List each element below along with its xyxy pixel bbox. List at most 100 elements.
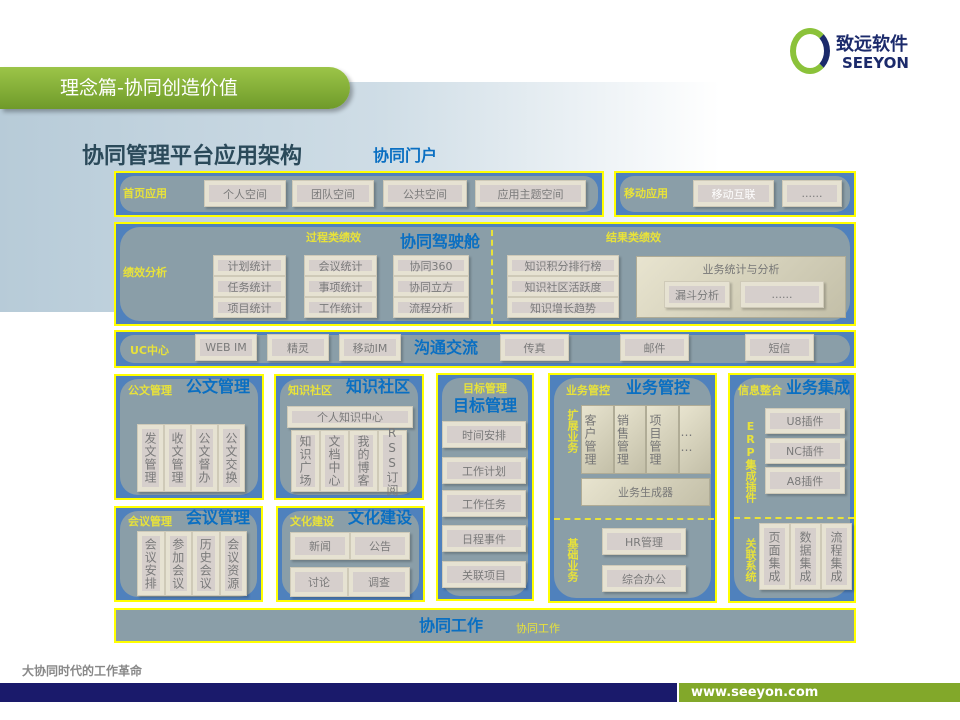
- knowledge-stat-item-label: 知识社区活跃度: [512, 281, 614, 294]
- cockpit-stat-item-label: 事项统计: [309, 281, 372, 294]
- cockpit-stat-item[interactable]: 计划统计: [213, 255, 286, 276]
- goal-overlay: 理: [501, 396, 518, 415]
- know-item-label: 知识广场: [296, 435, 315, 487]
- meet-item[interactable]: 会议安排: [137, 531, 165, 596]
- meet-item[interactable]: 会议资源: [219, 531, 247, 596]
- meet-item[interactable]: 参加会议: [164, 531, 192, 596]
- base-label: 基础业务: [566, 538, 579, 582]
- goal-item[interactable]: 工作任务: [442, 490, 526, 517]
- biz-item-more[interactable]: ......: [740, 281, 824, 308]
- meet-item[interactable]: 历史会议: [192, 531, 220, 596]
- goal-item[interactable]: 日程事件: [442, 525, 526, 552]
- cockpit-stat-item[interactable]: 协同360: [393, 255, 469, 276]
- rel-label: 关联系统: [744, 538, 757, 582]
- doc-title: 公文管理: [128, 384, 172, 397]
- divider: [734, 517, 854, 519]
- know-item[interactable]: 知识广场: [291, 430, 320, 492]
- mobile-label: 移动应用: [624, 187, 668, 200]
- know-overlay: 社区: [378, 377, 411, 396]
- erp-item[interactable]: A8插件: [765, 467, 845, 494]
- footer-url[interactable]: www.seeyon.com: [679, 683, 960, 702]
- portal-item[interactable]: 应用主题空间: [475, 180, 586, 207]
- goal-title: 目标管理: [463, 382, 507, 395]
- uc-item[interactable]: WEB IM: [195, 334, 257, 361]
- knowledge-stat-item[interactable]: 知识增长趋势: [507, 297, 619, 318]
- bizctl-overlay: 管控: [658, 378, 691, 397]
- knowledge-stat-item[interactable]: 知识社区活跃度: [507, 276, 619, 297]
- know-item-label: RSS订阅: [383, 426, 402, 497]
- cockpit-stat-item[interactable]: 会议统计: [304, 255, 377, 276]
- logo: 致远软件 SEEYON: [790, 28, 940, 80]
- portal-label: 首页应用: [123, 187, 167, 200]
- cockpit-stat-item-label: 项目统计: [218, 302, 281, 315]
- goal-item[interactable]: 工作计划: [442, 457, 526, 484]
- know-item-label: 文档中心: [325, 435, 344, 487]
- cockpit-stat-item[interactable]: 项目统计: [213, 297, 286, 318]
- cockpit-stat-item-label: 工作统计: [309, 302, 372, 315]
- meet-item-label: 历史会议: [197, 536, 215, 591]
- goal-item[interactable]: 时间安排: [442, 421, 526, 448]
- doc-item[interactable]: 发文管理: [137, 424, 164, 492]
- portal-overlay-label: 协同门户: [372, 146, 437, 165]
- integ-title: 信息整合: [738, 384, 782, 397]
- cockpit-stat-item-label: 协同360: [398, 260, 464, 273]
- culture-item[interactable]: 公告: [350, 532, 410, 560]
- meet-item-label: 会议安排: [142, 536, 160, 591]
- doc-item[interactable]: 公文督办: [191, 424, 218, 492]
- doc-overlay: 管理: [218, 377, 251, 396]
- doc-item[interactable]: 公文交换: [218, 424, 245, 492]
- know-item[interactable]: RSS订阅: [378, 426, 407, 497]
- know-item-label: 我的博客: [354, 435, 373, 487]
- know-top-item[interactable]: 个人知识中心: [287, 406, 413, 428]
- cockpit-stat-item[interactable]: 协同立方: [393, 276, 469, 297]
- footer-bar: [0, 683, 677, 702]
- knowledge-stat-item[interactable]: 知识积分排行榜: [507, 255, 619, 276]
- cockpit-stat-item[interactable]: 工作统计: [304, 297, 377, 318]
- uc-item[interactable]: 移动IM: [339, 334, 401, 361]
- ext-label: 扩展业务: [566, 409, 579, 453]
- portal-item[interactable]: 个人空间: [204, 180, 286, 207]
- integ-overlay: 集成: [818, 378, 851, 397]
- know-item[interactable]: 我的博客: [349, 430, 378, 492]
- goal-overlay: 目标管: [452, 396, 501, 415]
- know-item[interactable]: 文档中心: [320, 430, 349, 492]
- ext-item[interactable]: 客户管理: [581, 405, 614, 474]
- meet-item-label: 参加会议: [169, 536, 187, 591]
- base-item[interactable]: 综合办公: [602, 565, 686, 592]
- ext-item-label: ……: [679, 424, 694, 455]
- goal-item-label: 工作计划: [447, 462, 521, 479]
- biz-item[interactable]: 漏斗分析: [664, 281, 730, 308]
- generator-box[interactable]: 业务生成器: [581, 478, 710, 506]
- doc-item[interactable]: 收文管理: [164, 424, 191, 492]
- work-overlay-label: 协同工作: [418, 616, 483, 635]
- work-label: 协同工作: [516, 622, 560, 635]
- erp-item[interactable]: U8插件: [765, 408, 845, 434]
- portal-item[interactable]: 公共空间: [383, 180, 467, 207]
- ext-item[interactable]: ……: [678, 405, 711, 474]
- uc-item[interactable]: 短信: [745, 334, 814, 361]
- uc-item[interactable]: 精灵: [267, 334, 329, 361]
- mobile-item-more[interactable]: ......: [782, 180, 842, 207]
- portal-item[interactable]: 团队空间: [292, 180, 374, 207]
- mobile-item[interactable]: 移动互联: [693, 180, 774, 207]
- rel-item[interactable]: 流程集成: [821, 523, 852, 590]
- know-overlay: 知识: [345, 377, 378, 396]
- culture-item[interactable]: 讨论: [290, 567, 348, 597]
- cockpit-stat-item[interactable]: 任务统计: [213, 276, 286, 297]
- ext-item[interactable]: 项目管理: [646, 405, 679, 474]
- cockpit-stat-item-label: 计划统计: [218, 260, 281, 273]
- culture-item[interactable]: 调查: [348, 567, 410, 597]
- rel-item[interactable]: 页面集成: [759, 523, 790, 590]
- base-item[interactable]: HR管理: [602, 528, 686, 555]
- culture-item[interactable]: 新闻: [290, 532, 350, 560]
- erp-item[interactable]: NC插件: [765, 438, 845, 464]
- ext-item[interactable]: 销售管理: [613, 405, 646, 474]
- uc-item[interactable]: 邮件: [620, 334, 689, 361]
- goal-item-label: 工作任务: [447, 495, 521, 512]
- goal-item[interactable]: 关联项目: [442, 561, 526, 588]
- rel-item-label: 页面集成: [764, 528, 785, 585]
- cockpit-stat-item[interactable]: 事项统计: [304, 276, 377, 297]
- rel-item[interactable]: 数据集成: [790, 523, 821, 590]
- uc-item[interactable]: 传真: [500, 334, 569, 361]
- cockpit-stat-item[interactable]: 流程分析: [393, 297, 469, 318]
